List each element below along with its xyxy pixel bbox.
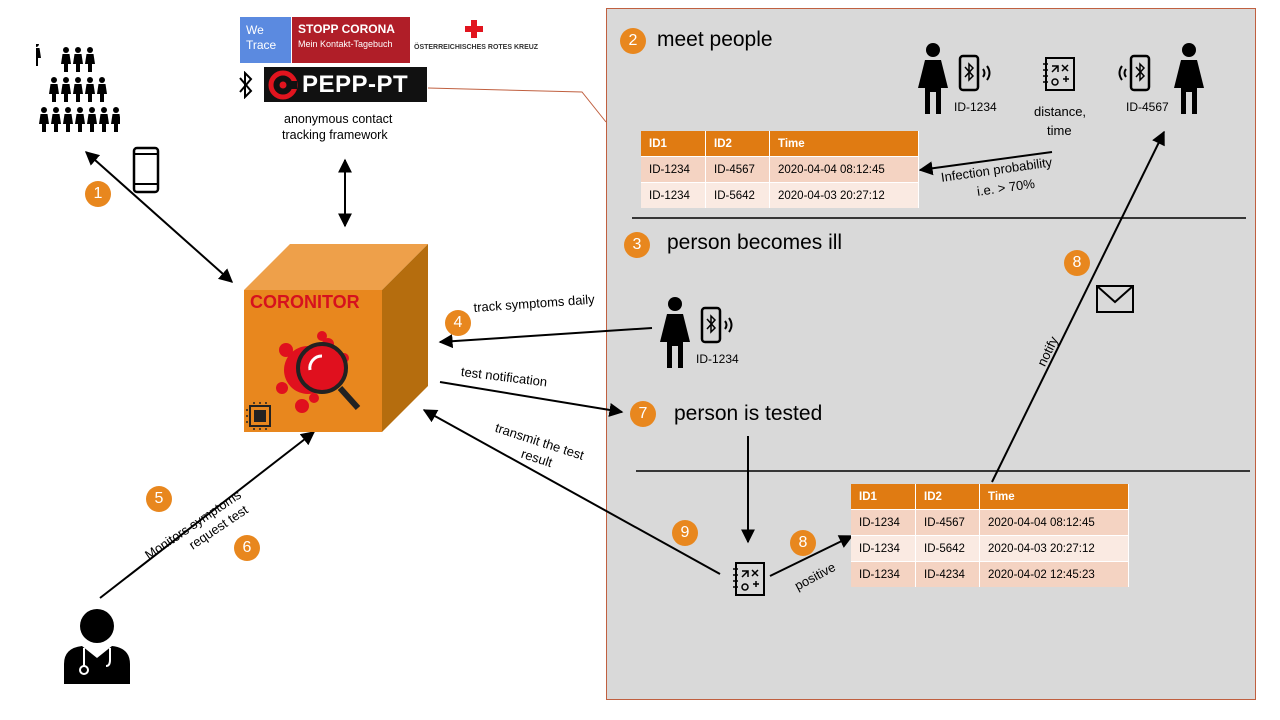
test-result-icon	[733, 562, 765, 596]
arrow-infection	[918, 151, 1053, 176]
table-header-cell: ID2	[705, 131, 770, 157]
step-badge-9: 9	[672, 520, 698, 546]
wetrace-logo: We Trace	[240, 17, 291, 63]
bluetooth-phone-icon	[958, 54, 991, 92]
calculation-icon	[1043, 57, 1075, 91]
arrow-doctor-cube	[99, 431, 316, 599]
table-row: ID-1234 ID-5642 2020-04-03 20:27:12	[641, 182, 919, 208]
table-header-cell: ID1	[641, 131, 706, 157]
step-badge-6: 6	[234, 535, 260, 561]
person-a-id: ID-1234	[954, 100, 997, 114]
table-row: ID-1234 ID-4234 2020-04-02 12:45:23	[851, 561, 1129, 587]
stopp-corona-subtext: Mein Kontakt-Tagebuch	[298, 39, 393, 49]
table-cell: ID-4567	[705, 156, 770, 183]
person-female-icon	[660, 297, 690, 368]
bluetooth-icon	[239, 71, 253, 99]
arrow-transmit-result	[422, 409, 721, 575]
step-badge-2: 2	[620, 28, 646, 54]
pepp-pt-text: PEPP-PT	[302, 71, 409, 98]
bluetooth-phone-icon	[700, 306, 733, 344]
crowd-icon	[36, 44, 120, 132]
doctor-icon	[64, 609, 130, 684]
arrow-crowd-cube	[84, 151, 234, 283]
table-header-cell: ID1	[851, 484, 916, 510]
table-header-cell: ID2	[915, 484, 980, 510]
stopp-corona-logo: STOPP CORONA Mein Kontakt-Tagebuch	[292, 17, 410, 63]
table-cell: ID-1234	[851, 535, 916, 562]
table-header-row: ID1 ID2 Time	[851, 484, 1129, 510]
red-cross-icon	[465, 20, 483, 38]
coronitor-cube	[244, 244, 428, 432]
wetrace-text: We Trace	[246, 23, 277, 52]
table-row: ID-1234 ID-5642 2020-04-03 20:27:12	[851, 535, 1129, 562]
step-badge-8-positive: 8	[790, 530, 816, 556]
table-cell: ID-1234	[641, 182, 706, 208]
step-badge-5: 5	[146, 486, 172, 512]
smartphone-icon	[132, 146, 160, 194]
arrow-notify	[991, 130, 1165, 483]
table-cell: ID-4234	[915, 561, 980, 587]
table-cell: 2020-04-02 12:45:23	[979, 561, 1129, 587]
table-cell: 2020-04-04 08:12:45	[979, 509, 1129, 536]
step-badge-1: 1	[85, 181, 111, 207]
table-header-cell: Time	[979, 484, 1129, 510]
step-badge-4: 4	[445, 310, 471, 336]
table-cell: 2020-04-04 08:12:45	[769, 156, 919, 183]
pepp-pt-logo: PEPP-PT	[264, 67, 427, 102]
arrow-test-notification	[439, 381, 624, 417]
time-label: time	[1047, 123, 1072, 138]
contact-table-2: ID1 ID2 Time ID-1234 ID-4567 2020-04-04 …	[851, 484, 1129, 587]
person-female-icon	[918, 43, 948, 114]
table-header-cell: Time	[769, 131, 919, 157]
stopp-corona-text: STOPP CORONA	[298, 22, 395, 36]
step-badge-8-notify: 8	[1064, 250, 1090, 276]
table-cell: ID-5642	[915, 535, 980, 562]
table-cell: 2020-04-03 20:27:12	[979, 535, 1129, 562]
heading-person-tested: person is tested	[674, 402, 823, 425]
table-cell: ID-4567	[915, 509, 980, 536]
table-row: ID-1234 ID-4567 2020-04-04 08:12:45	[641, 156, 919, 183]
heading-person-ill: person becomes ill	[667, 231, 843, 254]
table-row: ID-1234 ID-4567 2020-04-04 08:12:45	[851, 509, 1129, 536]
distance-label: distance,	[1034, 104, 1087, 119]
step-badge-3: 3	[624, 232, 650, 258]
framework-label-1: anonymous contact	[284, 112, 393, 126]
table-cell: 2020-04-03 20:27:12	[769, 182, 919, 208]
bluetooth-phone-icon	[1118, 54, 1151, 92]
person-c-id: ID-1234	[696, 352, 739, 366]
contact-table-1: ID1 ID2 Time ID-1234 ID-4567 2020-04-04 …	[641, 131, 919, 208]
framework-label-2: tracking framework	[282, 128, 388, 142]
coronitor-title: CORONITOR	[250, 292, 360, 312]
arrow-track-symptoms	[438, 327, 653, 349]
step-badge-7: 7	[630, 401, 656, 427]
pepp-logo-icon	[268, 70, 298, 100]
red-cross-logo-text: ÖSTERREICHISCHES ROTES KREUZ	[414, 44, 539, 51]
table-cell: ID-5642	[705, 182, 770, 208]
arrow-positive	[769, 535, 854, 577]
table-cell: ID-1234	[851, 509, 916, 536]
logo-connector	[427, 87, 607, 123]
person-b-id: ID-4567	[1126, 100, 1169, 114]
table-cell: ID-1234	[851, 561, 916, 587]
table-header-row: ID1 ID2 Time	[641, 131, 919, 157]
table-cell: ID-1234	[641, 156, 706, 183]
envelope-icon	[1096, 285, 1134, 313]
heading-meet-people: meet people	[657, 28, 773, 51]
person-female-icon	[1174, 43, 1204, 114]
